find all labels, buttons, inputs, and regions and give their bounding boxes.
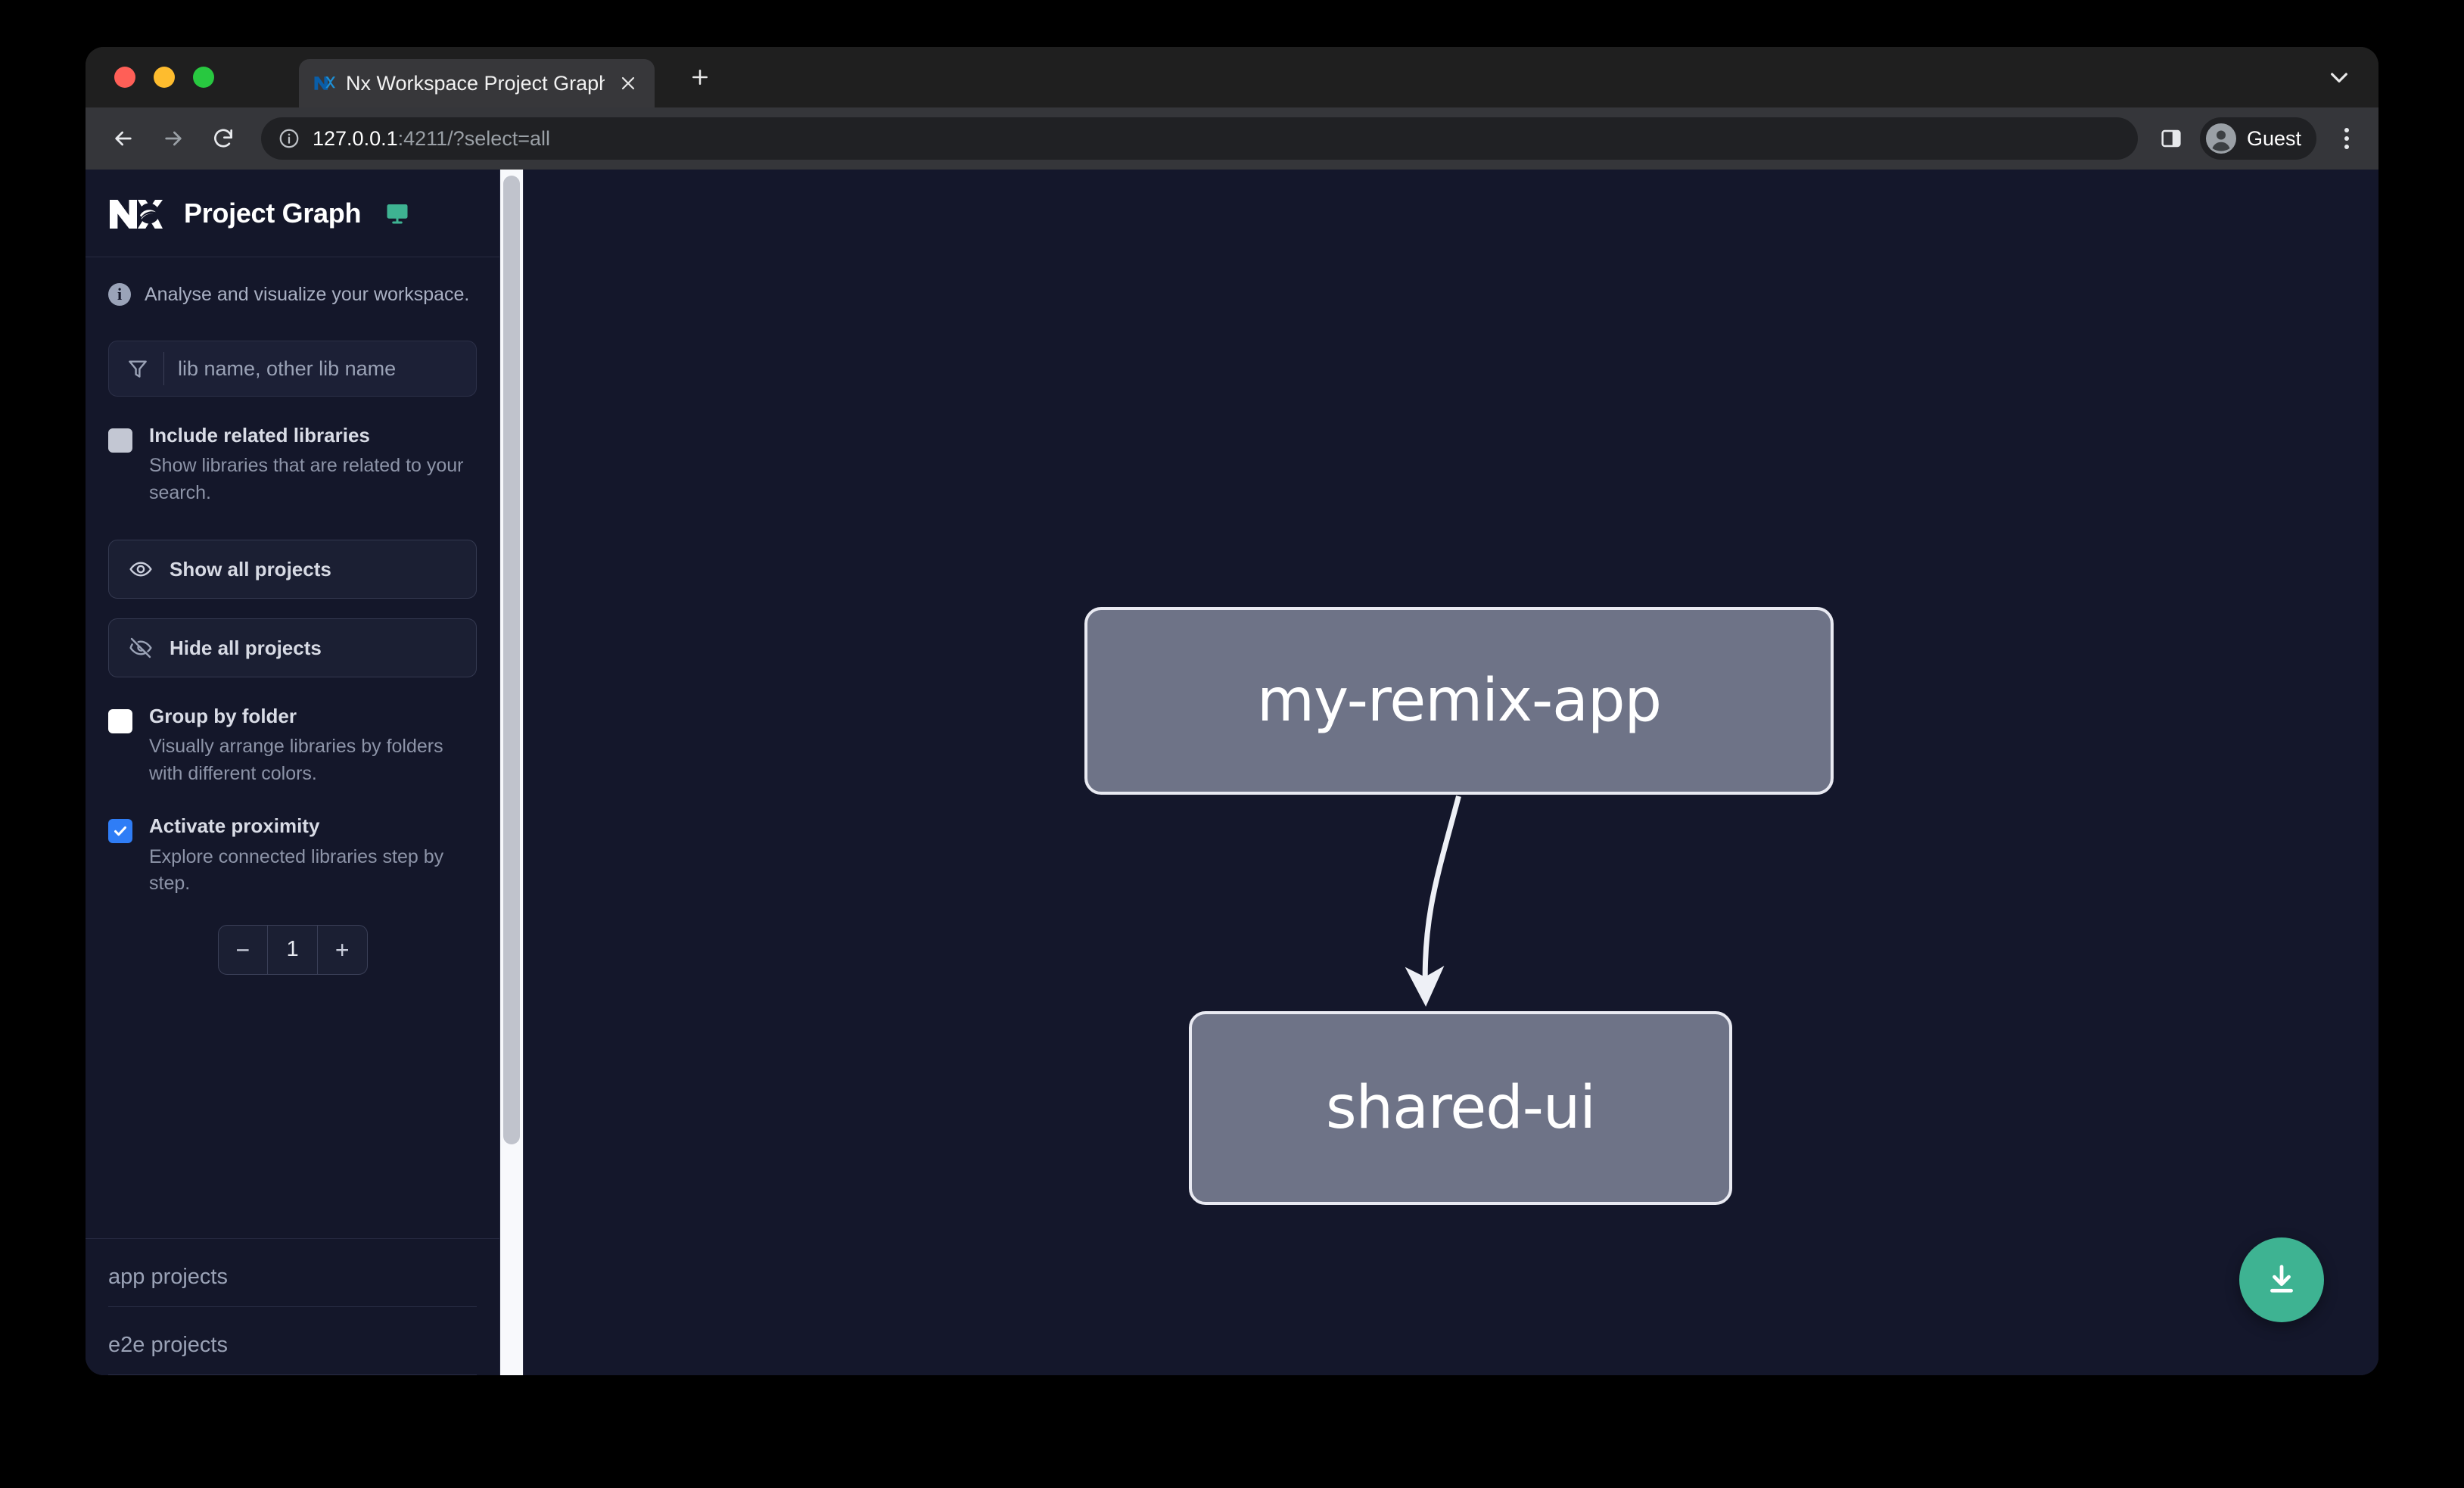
sidebar-header: Project Graph: [86, 170, 499, 257]
window-traffic-lights: [114, 67, 214, 88]
nx-logo-icon: [107, 194, 166, 233]
sidebar-scrollbar-thumb[interactable]: [503, 176, 520, 1144]
browser-toolbar: 127.0.0.1:4211/?select=all Guest: [86, 107, 2378, 170]
proximity-increment-button[interactable]: +: [334, 935, 350, 963]
sidebar-body: Include related libraries Show libraries…: [86, 306, 499, 1203]
eye-slash-icon: [129, 636, 153, 660]
option-label: Group by folder: [149, 705, 297, 728]
graph-canvas[interactable]: my-remix-app shared-ui: [523, 170, 2378, 1375]
option-activate-proximity[interactable]: Activate proximity Explore connected lib…: [108, 814, 477, 897]
show-all-projects-label: Show all projects: [170, 557, 331, 581]
reload-icon[interactable]: [201, 116, 246, 161]
address-bar-path: :4211/?select=all: [397, 126, 551, 150]
new-tab-button[interactable]: [683, 61, 717, 94]
sidebar-scrollbar[interactable]: [500, 170, 523, 1375]
option-description: Explore connected libraries step by step…: [149, 845, 444, 895]
option-description: Show libraries that are related to your …: [149, 455, 464, 503]
project-group-list: app projects e2e projects: [86, 1238, 499, 1375]
forward-arrow-icon[interactable]: [151, 116, 196, 161]
browser-tab-title: Nx Workspace Project Graph: [346, 71, 605, 95]
address-bar-host: 127.0.0.1: [313, 126, 398, 150]
option-text: Activate proximity Explore connected lib…: [149, 814, 477, 897]
sidebar-subtitle-text: Analyse and visualize your workspace.: [145, 283, 470, 305]
address-bar-url: 127.0.0.1:4211/?select=all: [313, 127, 550, 151]
proximity-stepper[interactable]: − 1 +: [217, 924, 368, 975]
side-panel-icon[interactable]: [2154, 122, 2188, 155]
sidebar-item-app-projects[interactable]: app projects: [108, 1239, 477, 1307]
nx-logo-icon: [313, 72, 335, 95]
monitor-icon[interactable]: [384, 200, 411, 227]
divider: [163, 352, 164, 385]
graph-node-my-remix-app[interactable]: my-remix-app: [1084, 607, 1834, 795]
page-content: Project Graph i Analyse and visualize yo…: [86, 170, 2378, 1375]
profile-name: Guest: [2246, 126, 2301, 150]
filter-funnel-icon: [126, 356, 150, 381]
option-label: Include related libraries: [149, 424, 370, 447]
menu-dot: [2344, 128, 2349, 132]
back-arrow-icon[interactable]: [101, 116, 146, 161]
download-image-button[interactable]: [2239, 1237, 2324, 1322]
checkbox-activate-proximity[interactable]: [108, 819, 132, 844]
menu-dot: [2344, 145, 2349, 149]
info-circle-icon[interactable]: [278, 127, 300, 150]
window-minimize-button[interactable]: [154, 67, 175, 88]
graph-edge-my-remix-app-to-shared-ui: [1405, 795, 1461, 1007]
option-text: Group by folder Visually arrange librari…: [149, 705, 477, 787]
option-description: Visually arrange libraries by folders wi…: [149, 736, 443, 784]
three-dot-menu-icon[interactable]: [2330, 117, 2363, 160]
search-field[interactable]: [108, 341, 477, 397]
sidebar: Project Graph i Analyse and visualize yo…: [86, 170, 500, 1375]
page-title: Project Graph: [184, 197, 362, 229]
eye-icon: [129, 557, 153, 581]
hide-all-projects-button[interactable]: Hide all projects: [108, 618, 477, 678]
browser-window: Nx Workspace Project Graph: [86, 47, 2378, 1375]
proximity-decrement-button[interactable]: −: [235, 935, 250, 963]
checkbox-group-by-folder[interactable]: [108, 709, 132, 734]
tab-strip: Nx Workspace Project Graph: [86, 47, 2378, 107]
graph-node-shared-ui[interactable]: shared-ui: [1189, 1011, 1732, 1205]
menu-dot: [2344, 136, 2349, 141]
window-close-button[interactable]: [114, 67, 135, 88]
sidebar-subtitle: i Analyse and visualize your workspace.: [86, 257, 499, 306]
proximity-value: 1: [267, 925, 318, 974]
browser-tab[interactable]: Nx Workspace Project Graph: [299, 59, 655, 107]
sidebar-item-e2e-projects[interactable]: e2e projects: [108, 1307, 477, 1375]
checkbox-include-related-libraries[interactable]: [108, 428, 132, 453]
download-icon: [2262, 1260, 2301, 1300]
option-group-by-folder[interactable]: Group by folder Visually arrange librari…: [108, 705, 477, 787]
chevron-down-icon[interactable]: [2322, 61, 2356, 94]
show-all-projects-button[interactable]: Show all projects: [108, 540, 477, 599]
address-bar[interactable]: 127.0.0.1:4211/?select=all: [261, 117, 2138, 160]
profile-chip[interactable]: Guest: [2199, 117, 2316, 160]
option-label: Activate proximity: [149, 814, 320, 838]
window-maximize-button[interactable]: [193, 67, 214, 88]
info-icon: i: [108, 283, 131, 306]
option-text: Include related libraries Show libraries…: [149, 424, 477, 506]
option-include-related-libraries[interactable]: Include related libraries Show libraries…: [108, 424, 477, 506]
hide-all-projects-label: Hide all projects: [170, 636, 322, 659]
person-avatar-icon: [2205, 123, 2236, 154]
close-icon[interactable]: [615, 70, 641, 96]
search-input[interactable]: [178, 356, 468, 381]
